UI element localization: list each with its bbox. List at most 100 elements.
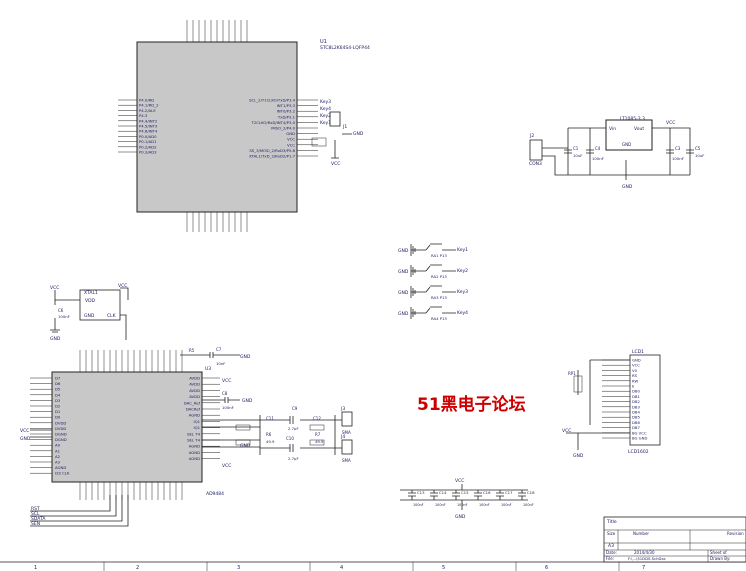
codec-cap-left-val: 100nF <box>222 405 234 410</box>
date-label: Date: <box>606 550 617 555</box>
filter-res-3 <box>309 424 325 431</box>
reg-cap-3-val: 100nF <box>672 156 684 161</box>
mcu-right-pin-label: VCC <box>287 137 295 142</box>
sheet-label: Sheet of <box>710 550 727 555</box>
codec-designator: U3 <box>205 366 211 372</box>
ruler-7: 7 <box>642 565 645 571</box>
lcd-vcc: VCC <box>562 428 571 434</box>
codec-left-pin-label: D0 <box>55 415 61 420</box>
lcd-pin-label: DB4 <box>632 410 641 415</box>
key-4-gnd: GND <box>398 311 409 317</box>
decoupling-cap-value: 100nF <box>457 503 468 507</box>
codec-right-pin-label: DACRef <box>186 407 201 412</box>
regulator-vcc: VCC <box>666 120 675 126</box>
mcu-left-pin-label: P0.2/AD2 <box>139 144 157 149</box>
output-2-designator: J4 <box>340 434 345 440</box>
reg-cap-1: C1 <box>573 146 579 151</box>
power-connector-j2 <box>529 139 543 161</box>
bus-scl: SCL <box>31 511 40 517</box>
mcu-right-pin-label: TxD/P3.1 <box>277 114 296 119</box>
lcd-pin-label: DB6 <box>632 420 641 425</box>
reg-cap-2: C4 <box>595 146 601 151</box>
codec-body <box>51 371 203 483</box>
reg-cap-4-val: 10uF <box>695 153 704 158</box>
oscillator-body <box>79 289 121 321</box>
codec-top-pins <box>79 350 183 372</box>
reg-cap-3: C3 <box>675 146 681 151</box>
filter-res-label-1: R6 <box>266 432 272 437</box>
mcu-right-pin-label: SS_3/MOSI_2/RxD3/P5.6 <box>249 148 295 153</box>
decoupling-cap-label: C15 <box>461 490 469 495</box>
ruler-2: 2 <box>136 565 139 571</box>
mcu-left-pin-label: P4.1/RD_2 <box>139 103 159 108</box>
codec-left-pin-label: D6 <box>55 381 61 386</box>
oscillator-gnd: GND <box>50 336 61 342</box>
decoupling-cap-label: C18 <box>527 490 535 495</box>
codec-right-pin-label: SEL T4 <box>187 431 200 436</box>
oscillator-cap: C6 <box>58 308 64 313</box>
lcd-designator: LCD1 <box>632 349 644 355</box>
lcd-pin-label: GND <box>632 358 641 363</box>
lcd-pin-label: DB1 <box>632 394 641 399</box>
codec-bottom-pins <box>79 482 183 500</box>
key-4-net: Key4 <box>457 310 468 316</box>
lcd-body <box>629 354 661 446</box>
codec-gnd-left: GND <box>20 436 31 442</box>
mcu-left-pin-label: P4.5/INT3 <box>139 124 158 129</box>
jumper-gnd: GND <box>353 131 364 137</box>
lcd-pot-designator: RP1 <box>568 371 576 376</box>
key-2-gnd: GND <box>398 269 409 275</box>
codec-left-pin-label: D4 <box>55 392 61 397</box>
mcu-left-pin-label: P0.0/AD0 <box>139 134 157 139</box>
codec-right-pin-label: AVDD <box>189 376 200 381</box>
title-label: Title <box>606 519 617 525</box>
mcu-right-pin-label: MISO_2/P4.0 <box>271 126 295 131</box>
mcu-part: STC8L2K64S4-LQFP44 <box>320 45 370 51</box>
mcu-left-pin-label: P0.3/AD3 <box>139 150 157 155</box>
regulator-cap-plates <box>564 149 694 154</box>
oscillator-vcc-right: VCC <box>118 283 127 289</box>
mcu-left-pin-label: P4.6/INT4 <box>139 129 158 134</box>
key-4-wires <box>410 307 456 319</box>
filter-wires <box>202 415 342 455</box>
oscillator-vcc-left: VCC <box>50 285 59 291</box>
output-filter: C9 2.7pF C10 2.7pF C11 C12 R6 49.9 R7 49… <box>202 406 353 463</box>
lcd-pin-label: DB0 <box>632 389 641 394</box>
mcu-right-pin-label: SCL_2/T1CLKO/TxD/P3.4 <box>249 98 296 103</box>
decoupling-cap-value: 100nF <box>413 503 424 507</box>
regulator-vout: Vout <box>634 126 644 132</box>
decoupling-cap <box>518 490 526 500</box>
codec-r: R5 <box>189 348 195 353</box>
bus-sen: SEN <box>31 521 40 527</box>
lcd-pin-label: RW <box>632 378 638 383</box>
filter-cap-4: C12 <box>313 416 321 421</box>
output-1-label: SMA <box>342 430 351 435</box>
mcu-right-pin-label: INT0/P3.2 <box>277 109 296 114</box>
codec-left-pin-label: DGND <box>55 437 67 442</box>
filter-cap-1-val: 2.7pF <box>288 426 299 431</box>
lcd-wires <box>566 359 630 450</box>
mcu-left-pin-label: P4.0/RD <box>139 98 154 103</box>
decoupling-cap <box>496 490 504 500</box>
ruler-3: 3 <box>237 565 240 571</box>
jumper-designator: J1 <box>342 124 347 130</box>
power-regulator: J2 CON3 LT1085-3.3 Vin Vout GND VCC GND … <box>529 116 704 190</box>
regulator-gnd-pin: GND <box>622 142 631 147</box>
key-1-gnd: GND <box>398 248 409 254</box>
codec-part: AD9484 <box>206 491 224 497</box>
key-3-res: RA3 P13 <box>431 295 447 300</box>
oscillator-clk: CLK <box>107 313 117 319</box>
regulator-body <box>605 119 653 151</box>
reg-cap-2-val: 100nF <box>592 156 604 161</box>
key-1-res: RA1 P13 <box>431 253 447 258</box>
output-connector-2 <box>341 439 353 455</box>
decoupling-cap-label: C17 <box>505 490 513 495</box>
codec-left-pin-label: A3 <box>55 460 61 465</box>
decoupling-cap <box>430 490 438 500</box>
mcu-right-pin-label: XTAL1/TxD_2/RxD2/P1.7 <box>249 154 295 159</box>
decoupling-cap-value: 100nF <box>435 503 446 507</box>
codec-left-pin-label: D7 <box>55 376 61 381</box>
mcu-net-3: Key2 <box>320 113 331 119</box>
date-value: 2014/4/30 <box>634 550 655 555</box>
